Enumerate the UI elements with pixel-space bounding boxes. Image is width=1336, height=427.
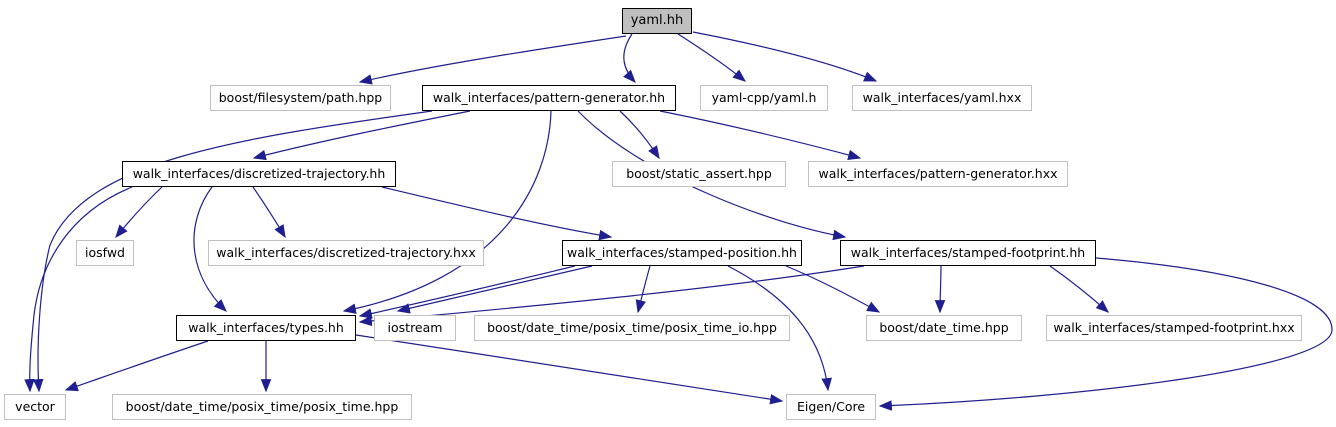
edge-8: [342, 110, 552, 314]
edge-9: [32, 110, 433, 393]
edge-14: [24, 186, 133, 393]
node-eigen-core: Eigen/Core: [786, 394, 876, 420]
node-posix-time-hpp: boost/date_time/posix_time/posix_time.hp…: [112, 394, 412, 420]
edge-11: [252, 186, 286, 239]
node-iosfwd: iosfwd: [76, 240, 134, 266]
edge-19: [727, 265, 832, 392]
edge-0: [358, 35, 627, 85]
edge-7: [577, 110, 847, 241]
edge-20: [358, 265, 865, 327]
node-discretized-trajectory-hxx: walk_interfaces/discretized-trajectory.h…: [208, 240, 484, 266]
node-stamped-footprint-hh[interactable]: walk_interfaces/stamped-footprint.hh: [840, 240, 1096, 266]
node-stamped-position-hh[interactable]: walk_interfaces/stamped-position.hh: [562, 240, 802, 266]
node-yaml-hxx: walk_interfaces/yaml.hxx: [852, 85, 1032, 111]
node-boost-filesystem-path-hpp: boost/filesystem/path.hpp: [210, 85, 391, 111]
node-pattern-generator-hxx: walk_interfaces/pattern-generator.hxx: [808, 161, 1068, 187]
edge-26: [355, 334, 784, 405]
node-yaml-hh: yaml.hh: [622, 8, 692, 34]
node-pattern-generator-hh[interactable]: walk_interfaces/pattern-generator.hh: [422, 85, 676, 111]
edge-24: [64, 340, 209, 392]
edge-18: [785, 265, 881, 313]
edge-22: [1049, 265, 1109, 313]
node-stamped-footprint-hxx: walk_interfaces/stamped-footprint.hxx: [1046, 315, 1302, 341]
edge-21: [934, 265, 946, 314]
edge-2: [677, 33, 747, 82]
edge-15: [358, 265, 576, 319]
edge-5: [619, 110, 660, 160]
edge-10: [115, 186, 163, 239]
edge-1: [623, 33, 636, 83]
edge-4: [252, 110, 471, 161]
node-date-time-hpp: boost/date_time.hpp: [866, 315, 1022, 341]
edge-16: [396, 265, 593, 314]
node-iostream: iostream: [374, 315, 456, 341]
node-types-hh[interactable]: walk_interfaces/types.hh: [176, 315, 356, 341]
node-yaml-cpp-yaml-h: yaml-cpp/yaml.h: [700, 85, 828, 111]
node-posix-time-io-hpp: boost/date_time/posix_time/posix_time_io…: [474, 315, 790, 341]
node-vector: vector: [4, 394, 66, 420]
node-discretized-trajectory-hh[interactable]: walk_interfaces/discretized-trajectory.h…: [122, 161, 396, 187]
edge-6: [659, 110, 862, 161]
edge-3: [692, 31, 878, 82]
edge-17: [635, 265, 651, 314]
node-static-assert-hpp: boost/static_assert.hpp: [612, 161, 786, 187]
edge-12: [381, 186, 613, 241]
edge-13: [193, 186, 227, 312]
edge-23: [878, 257, 1333, 411]
